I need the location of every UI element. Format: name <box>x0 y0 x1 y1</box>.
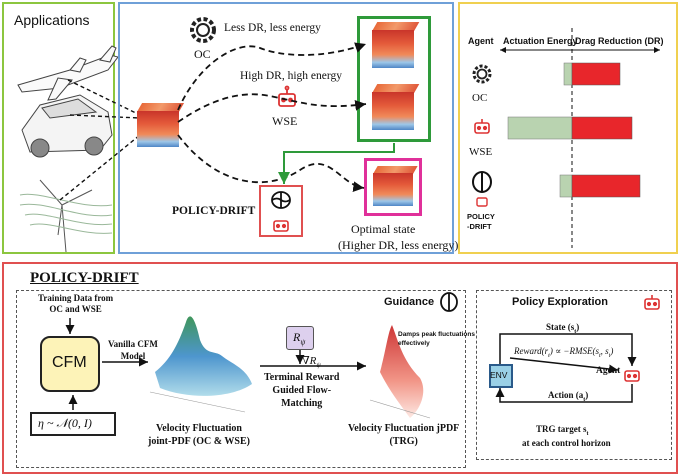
applications-title: Applications <box>14 12 90 28</box>
action-label: Action (at) <box>548 390 589 403</box>
grad-reward-r: ∇R <box>302 355 317 367</box>
policy-drift-icon-box <box>259 185 303 237</box>
optimal-state-cube <box>373 166 418 206</box>
policy-exploration-box <box>476 290 672 460</box>
dr-bar <box>571 116 633 140</box>
reward-rest: ) ∝ −RMSE(s <box>549 346 599 356</box>
state-text: State (s <box>546 322 575 332</box>
car-icon <box>21 94 113 158</box>
chart-label-policy-drift: POLICY -DRIFT <box>467 212 495 231</box>
state-sub: t <box>574 328 577 335</box>
terminal-reward-label: Terminal Reward Guided Flow- Matching <box>264 372 340 409</box>
comparison-panel <box>458 2 678 254</box>
noise-label: η ~ 𝒩(0, I) <box>38 416 92 430</box>
chart-gear-icon <box>472 64 492 84</box>
action-text: Action (a <box>548 390 584 400</box>
trg-target-sub: t <box>586 430 589 437</box>
env-box <box>489 364 513 388</box>
flow-state-cube <box>137 103 185 147</box>
policy-robot-icon <box>273 220 289 232</box>
reward-model-r: R <box>293 330 301 344</box>
chart-axis-arrow-left <box>500 47 506 53</box>
dr-bar <box>571 62 621 86</box>
dr-bar <box>571 174 641 198</box>
reward-target-sub: t <box>608 352 611 359</box>
grad-reward-label: ∇Rψ <box>302 354 321 369</box>
reward-model-label: Rψ <box>293 330 305 346</box>
wse-label: WSE <box>272 114 298 128</box>
cfm-label: CFM <box>52 354 87 371</box>
reward-model-sub: ψ <box>300 337 306 347</box>
vanilla-cfm-label: Vanilla CFM Model <box>108 339 158 361</box>
reward-model-box <box>286 326 314 350</box>
optimal-sublabel: (Higher DR, less energy) <box>338 238 459 252</box>
trg-target-text: TRG target s <box>536 424 587 434</box>
env-label: ENV <box>490 370 508 380</box>
action-sub: t <box>583 396 586 403</box>
chart-label-oc: OC <box>472 92 488 104</box>
chart-policy-robot-icon <box>476 197 488 207</box>
reward-sub: t <box>548 352 550 359</box>
agent-label: Agent <box>596 366 621 376</box>
oc-label: OC <box>194 47 211 61</box>
optimal-state-box <box>364 158 422 216</box>
optimal-label: Optimal state <box>351 222 416 236</box>
reward-rest-sub: t <box>599 352 601 359</box>
vel-joint-label: Velocity Fluctuation joint-PDF (OC & WSE… <box>148 423 250 447</box>
chart-label-wse: WSE <box>469 146 493 158</box>
vel-trg-label: Velocity Fluctuation jPDF (TRG) <box>348 423 460 447</box>
flow-panel <box>118 2 454 254</box>
applications-panel <box>2 2 115 254</box>
grad-reward-sub: ψ <box>316 361 321 370</box>
exploration-agent-icon <box>624 370 640 382</box>
cfm-box <box>40 336 100 392</box>
wse-arrow-label: High DR, high energy <box>240 70 343 82</box>
state-label: State (st) <box>546 322 580 335</box>
oc-wse-states-box <box>357 16 431 142</box>
chart-brain-icon <box>472 171 492 193</box>
dr-header: Drag Reduction (DR) <box>575 36 664 46</box>
noise-box <box>30 412 116 436</box>
training-data-label: Training Data from OC and WSE <box>38 293 114 314</box>
energy-header: Actuation Energy <box>503 36 578 46</box>
policy-exploration-label: Policy Exploration <box>512 296 608 308</box>
chart-robot-icon <box>474 119 490 134</box>
trg-target-label-2: at each control horizon <box>522 438 611 448</box>
policy-drift-panel <box>2 262 678 474</box>
chart-axis-arrow-right <box>654 47 660 53</box>
oc-state-cube <box>372 22 420 68</box>
wse-state-cube <box>372 84 420 130</box>
wind-turbine-icon <box>19 179 113 253</box>
agent-header: Agent <box>468 36 494 46</box>
damps-label: Damps peak fluctuations effectively <box>398 331 475 347</box>
oc-arrow-label: Less DR, less energy <box>224 22 321 34</box>
reward-label: Reward(rt) ∝ −RMSE(st, st) <box>514 346 614 359</box>
trg-target-label: TRG target st <box>536 424 589 437</box>
guidance-label: Guidance <box>384 296 435 308</box>
reward-text: Reward(r <box>514 346 549 356</box>
guidance-box <box>16 290 466 468</box>
bottom-title: POLICY-DRIFT <box>30 270 139 286</box>
policy-drift-label: POLICY-DRIFT <box>172 205 256 217</box>
